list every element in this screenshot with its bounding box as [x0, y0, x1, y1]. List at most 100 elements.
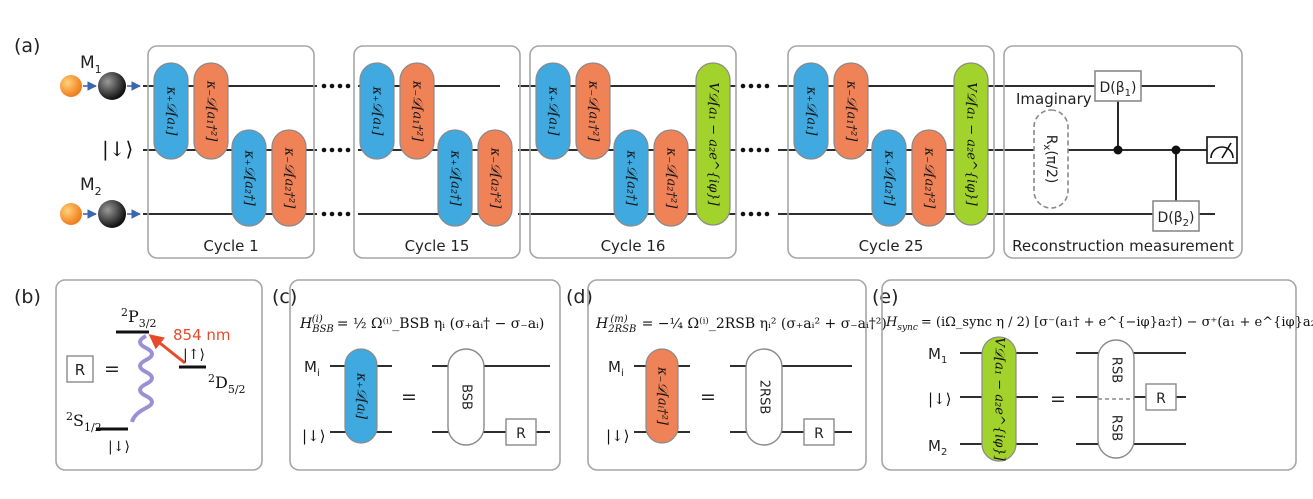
- panel-d-frame: [587, 279, 867, 471]
- level-label-d52: 2D5/2: [208, 372, 246, 396]
- wire-label-m2: M2: [928, 437, 947, 458]
- level-label-s12: 2S1/2: [66, 410, 102, 434]
- svg-text:κ₊𝒟[a₂†]: κ₊𝒟[a₂†]: [448, 149, 463, 206]
- cycle-label-16: Cycle 16: [601, 237, 666, 255]
- gate-heat-m2: κ₊𝒟[a₂†]: [613, 129, 649, 227]
- svg-text:κ₊𝒟[a₂†]: κ₊𝒟[a₂†]: [624, 149, 639, 206]
- panel-label-d: (d): [566, 286, 593, 308]
- pill-2rsb: 2RSB: [745, 348, 783, 446]
- formula-bsb: HBSB(i)= ½ Ω⁽ⁱ⁾_BSB ηᵢ (σ₊aᵢ† − σ₋aᵢ): [299, 314, 544, 335]
- r-box-label: R: [1156, 391, 1166, 407]
- panel-label-a: (a): [14, 35, 40, 57]
- gate-sync-small: V𝒟[a₁ − a₂e^{iφ}]: [981, 336, 1017, 462]
- gate-cool-m2: κ₋𝒟[a₂†²]: [271, 129, 307, 227]
- rsb-bottom-label: RSB: [1109, 415, 1124, 441]
- svg-text:κ₊𝒟[a₁]: κ₊𝒟[a₁]: [164, 86, 179, 137]
- gate-cool-m1: κ₋𝒟[a₁†²]: [399, 62, 435, 160]
- svg-text:κ₋𝒟[a₁†²]: κ₋𝒟[a₁†²]: [844, 80, 859, 143]
- svg-text:2RSB: 2RSB: [757, 380, 772, 414]
- panel-e-frame: [881, 279, 1297, 471]
- equals-sign: =: [700, 386, 716, 408]
- cycle-frame-25: [787, 45, 995, 259]
- svg-text:κ₊𝒟[aᵢ]: κ₊𝒟[aᵢ]: [354, 372, 369, 420]
- formula-2rsb: H2RSB(m)= −¼ Ω⁽ⁱ⁾_2RSB ηᵢ² (σ₊aᵢ² + σ₋aᵢ…: [595, 314, 887, 335]
- gate-heat-m1: κ₊𝒟[a₁]: [153, 62, 189, 160]
- cycle-label-25: Cycle 25: [859, 237, 924, 255]
- wire-label-m1: M1: [80, 53, 102, 76]
- meter-icon: [1206, 136, 1238, 164]
- rx-gate-dashed: Rx(π/2): [1033, 109, 1069, 209]
- ion-pair-m1: [60, 72, 141, 100]
- equals-sign: =: [401, 386, 417, 408]
- svg-text:κ₊𝒟[a₁]: κ₊𝒟[a₁]: [546, 86, 561, 137]
- gate-cool-m2: κ₋𝒟[a₂†²]: [911, 129, 947, 227]
- rsb-top-label: RSB: [1109, 357, 1124, 383]
- cycle-frame-15: [353, 45, 521, 259]
- pill-rsb-pair: RSB RSB: [1097, 339, 1135, 459]
- orange-ion-icon: [60, 203, 82, 225]
- svg-text:κ₋𝒟[a₁†²]: κ₋𝒟[a₁†²]: [410, 80, 425, 143]
- cycle-label-15: Cycle 15: [405, 237, 470, 255]
- svg-text:κ₋𝒟[a₂†²]: κ₋𝒟[a₂†²]: [922, 147, 937, 210]
- panel-c-frame: [289, 279, 561, 471]
- wavelength-label: 854 nm: [173, 326, 231, 344]
- reconstruction-label: Reconstruction measurement: [1012, 237, 1234, 255]
- displacement-gate-d1: D(β1): [1094, 70, 1142, 102]
- orange-ion-icon: [60, 75, 82, 97]
- wire-label-mi: Mi: [304, 358, 320, 379]
- gate-heat-m2: κ₊𝒟[a₂†]: [871, 129, 907, 227]
- gate-sync: V𝒟[a₁ − a₂e^{iφ}]: [953, 62, 989, 226]
- black-ion-icon: [98, 72, 126, 100]
- displacement-gate-d2: D(β2): [1152, 200, 1200, 232]
- decay-wavy-line: [130, 334, 154, 423]
- gate-cool-mi: κ₋𝒟[aᵢ†²]: [645, 348, 679, 444]
- r-box: [66, 355, 94, 383]
- r-box-label: R: [814, 426, 824, 442]
- r-box-label: R: [75, 361, 85, 379]
- svg-text:κ₋𝒟[a₁†²]: κ₋𝒟[a₁†²]: [204, 80, 219, 143]
- level-label-p32: 2P3/2: [121, 306, 156, 330]
- cycle-frame-1: [147, 45, 315, 259]
- svg-text:κ₊𝒟[a₁]: κ₊𝒟[a₁]: [804, 86, 819, 137]
- gate-heat-mi: κ₊𝒟[aᵢ]: [344, 348, 378, 444]
- pill-bsb: BSB: [447, 348, 485, 446]
- svg-text:κ₊𝒟[a₂†]: κ₊𝒟[a₂†]: [242, 149, 257, 206]
- gate-heat-m2: κ₊𝒟[a₂†]: [437, 129, 473, 227]
- gate-cool-m1: κ₋𝒟[a₁†²]: [193, 62, 229, 160]
- ellipsis-dots: [321, 83, 770, 217]
- svg-text:κ₊𝒟[a₂†]: κ₊𝒟[a₂†]: [882, 149, 897, 206]
- gate-sync: V𝒟[a₁ − a₂e^{iφ}]: [695, 62, 731, 226]
- gate-cool-m1: κ₋𝒟[a₁†²]: [833, 62, 869, 160]
- svg-text:V𝒟[a₁ − a₂e^{iφ}]: V𝒟[a₁ − a₂e^{iφ}]: [964, 82, 979, 206]
- r-box: [1145, 383, 1177, 411]
- wire-label-mi: Mi: [608, 358, 624, 379]
- wire-label-spin: |↓⟩: [928, 390, 951, 408]
- gate-cool-m1: κ₋𝒟[a₁†²]: [575, 62, 611, 160]
- control-dot-d2: [1171, 145, 1181, 155]
- equals-sign: =: [1050, 388, 1066, 410]
- equals-sign: =: [104, 358, 120, 380]
- imaginary-label: Imaginary: [1016, 90, 1092, 108]
- svg-text:V𝒟[a₁ − a₂e^{iφ}]: V𝒟[a₁ − a₂e^{iφ}]: [992, 337, 1007, 461]
- gate-heat-m1: κ₊𝒟[a₁]: [359, 62, 395, 160]
- svg-text:κ₋𝒟[a₂†²]: κ₋𝒟[a₂†²]: [664, 147, 679, 210]
- cycle-frame-16: [529, 45, 737, 259]
- wire-label-m2: M2: [80, 175, 102, 198]
- laser-arrow: [148, 334, 186, 365]
- formula-sync: Hsync= (iΩ_sync η / 2) [σ⁻(a₁† + e^{−iφ}…: [885, 315, 1313, 333]
- wire-label-spin: |↓⟩: [102, 137, 133, 162]
- svg-text:κ₋𝒟[a₂†²]: κ₋𝒟[a₂†²]: [282, 147, 297, 210]
- svg-text:κ₊𝒟[a₁]: κ₊𝒟[a₁]: [370, 86, 385, 137]
- panel-label-e: (e): [872, 286, 899, 308]
- black-ion-icon: [98, 200, 126, 228]
- panel-b-frame: [55, 279, 263, 471]
- gate-heat-m1: κ₊𝒟[a₁]: [535, 62, 571, 160]
- gate-heat-m2: κ₊𝒟[a₂†]: [231, 129, 267, 227]
- cycle-label-1: Cycle 1: [203, 237, 258, 255]
- panel-label-b: (b): [14, 286, 41, 308]
- svg-text:D(β1): D(β1): [1099, 80, 1136, 99]
- control-dot-d1: [1113, 145, 1123, 155]
- svg-text:κ₋𝒟[a₁†²]: κ₋𝒟[a₁†²]: [586, 80, 601, 143]
- reconstruction-frame: [1003, 45, 1243, 259]
